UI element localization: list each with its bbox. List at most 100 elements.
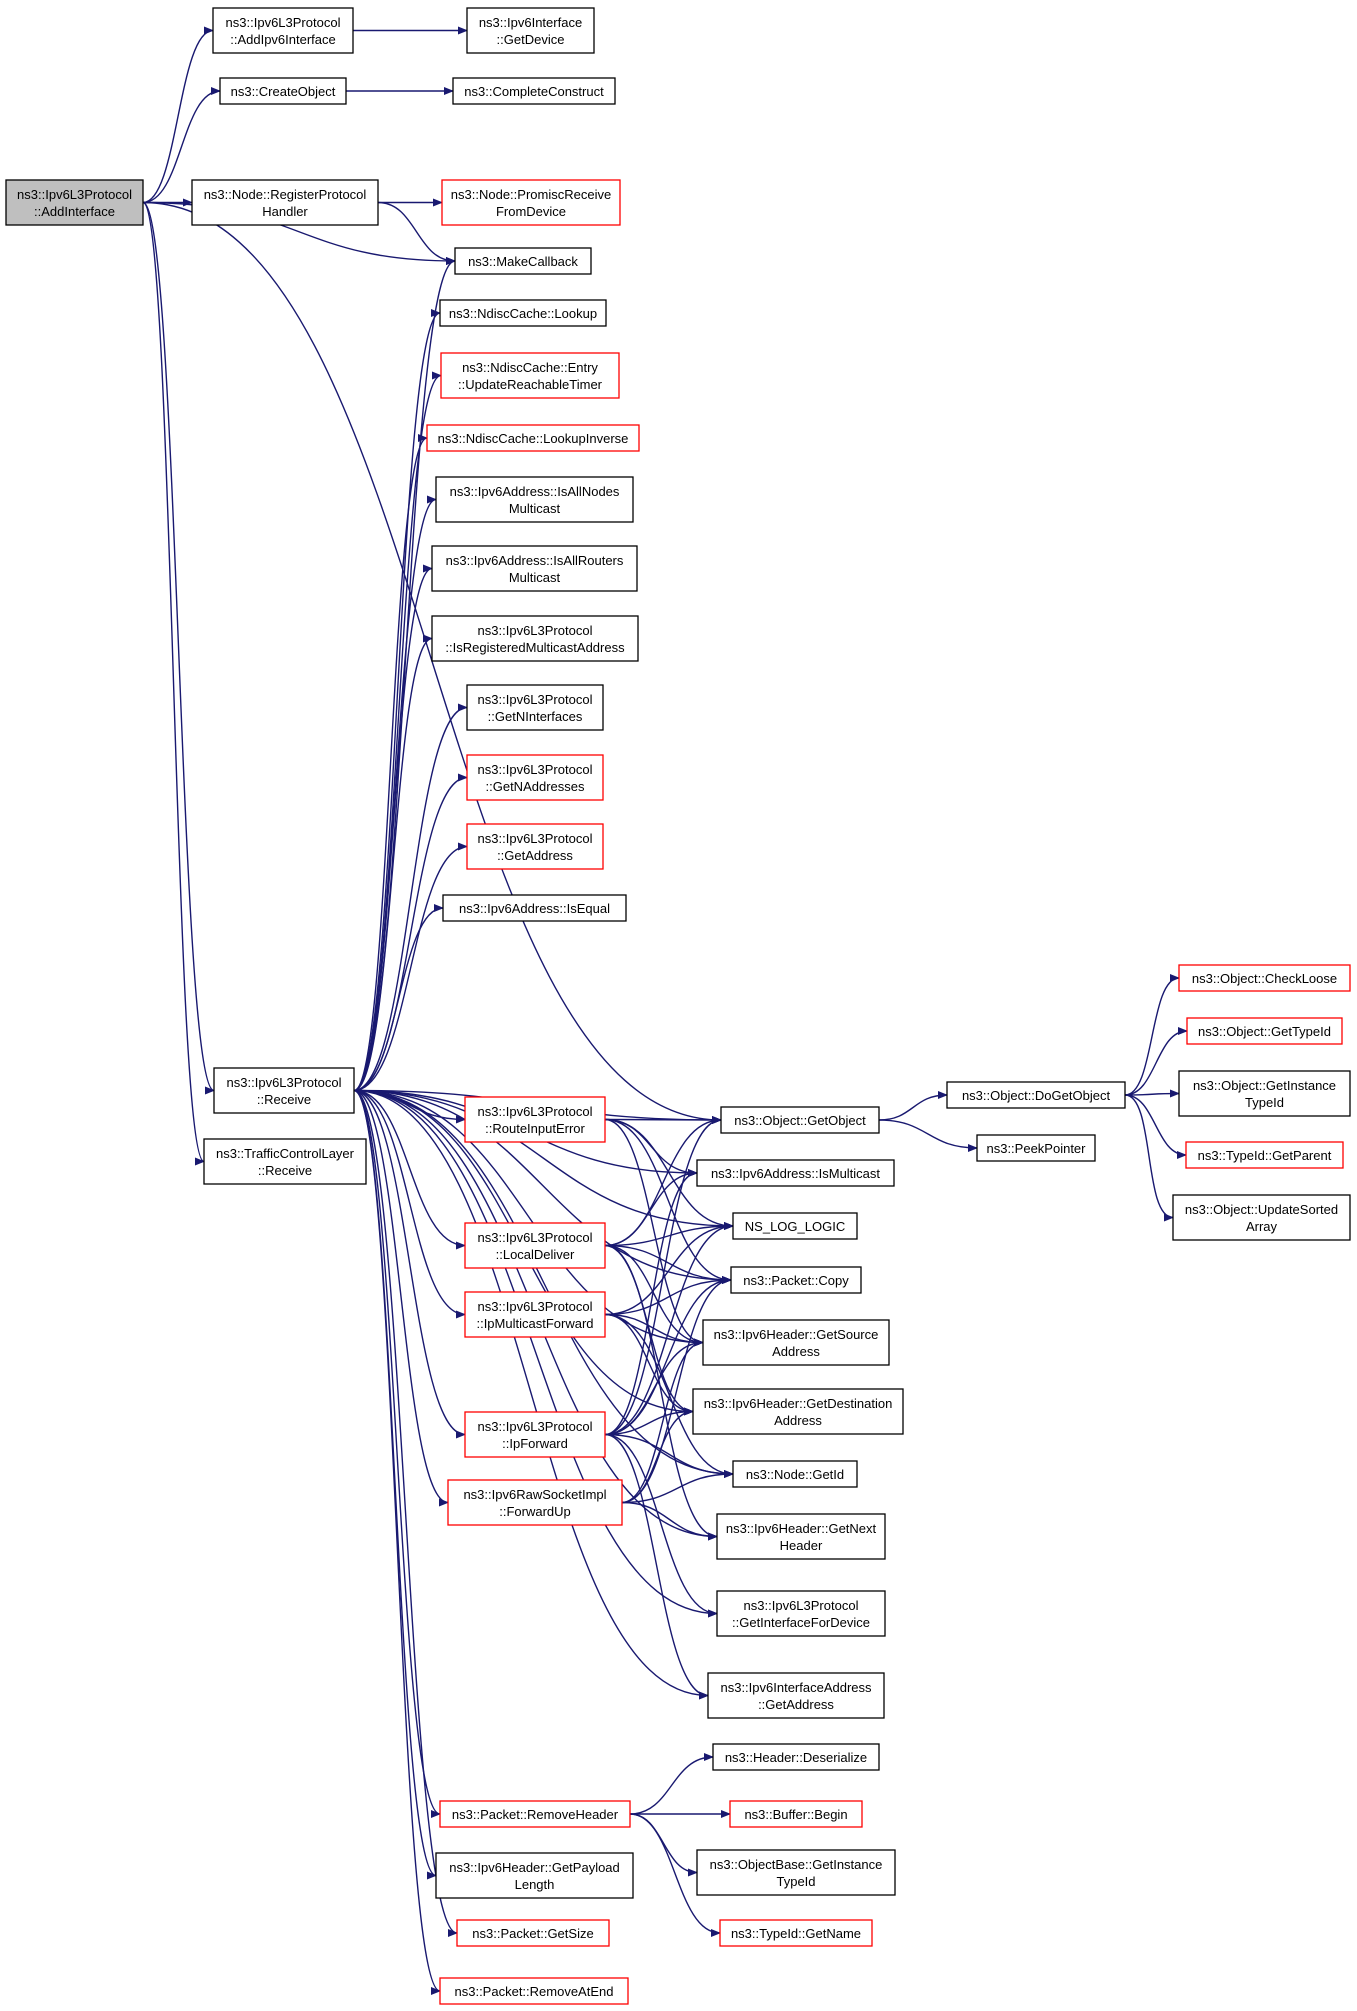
- node-lookupInverse[interactable]: ns3::NdiscCache::LookupInverse: [426, 424, 640, 452]
- node-box: [219, 77, 347, 105]
- node-label: ::IsRegisteredMulticastAddress: [445, 640, 625, 655]
- node-ipMulticastForward[interactable]: ns3::Ipv6L3Protocol::IpMulticastForward: [464, 1291, 606, 1338]
- node-ifAddrGetAddress[interactable]: ns3::Ipv6InterfaceAddress::GetAddress: [707, 1672, 885, 1719]
- node-label: ::GetInterfaceForDevice: [732, 1615, 870, 1630]
- node-label: ns3::Header::Deserialize: [725, 1750, 867, 1765]
- node-label: ns3::Ipv6L3Protocol: [17, 187, 132, 202]
- edge-ipMulticastForward-to-nsLogLogic: [604, 1222, 734, 1316]
- node-tclReceive[interactable]: ns3::TrafficControlLayer::Receive: [203, 1138, 367, 1185]
- node-addInterface[interactable]: ns3::Ipv6L3Protocol::AddInterface: [5, 179, 144, 226]
- edge-receive-to-getAddress: [353, 842, 468, 1092]
- node-label: ns3::Ipv6L3Protocol: [226, 15, 341, 30]
- node-label: ns3::Ipv6Header::GetDestination: [704, 1396, 893, 1411]
- node-box: [435, 1852, 634, 1899]
- edge-getObject-to-peekPointer: [878, 1119, 978, 1152]
- node-box: [720, 1106, 880, 1134]
- node-createObject[interactable]: ns3::CreateObject: [219, 77, 347, 105]
- node-isMulticast[interactable]: ns3::Ipv6Address::IsMulticast: [696, 1159, 895, 1187]
- edge-receive-to-ipMulticastForward: [353, 1089, 466, 1319]
- node-makeCallback[interactable]: ns3::MakeCallback: [454, 247, 592, 275]
- node-label: Address: [774, 1413, 822, 1428]
- node-forwardUp[interactable]: ns3::Ipv6RawSocketImpl::ForwardUp: [447, 1479, 623, 1526]
- node-label: ns3::Ipv6Address::IsEqual: [459, 901, 610, 916]
- node-box: [1185, 1141, 1344, 1169]
- node-nodeGetId[interactable]: ns3::Node::GetId: [732, 1460, 858, 1488]
- node-box: [702, 1319, 890, 1366]
- node-routeInputError[interactable]: ns3::Ipv6L3Protocol::RouteInputError: [464, 1096, 606, 1143]
- node-addIpv6Interface[interactable]: ns3::Ipv6L3Protocol::AddIpv6Interface: [212, 7, 354, 54]
- node-removeHeader[interactable]: ns3::Packet::RemoveHeader: [439, 1800, 631, 1828]
- node-packetCopy[interactable]: ns3::Packet::Copy: [730, 1266, 862, 1294]
- node-label: Array: [1246, 1219, 1278, 1234]
- node-box: [696, 1159, 895, 1187]
- edge-ipForward-to-nodeGetId: [604, 1433, 734, 1478]
- node-objGetTypeId[interactable]: ns3::Object::GetTypeId: [1186, 1017, 1343, 1045]
- node-localDeliver[interactable]: ns3::Ipv6L3Protocol::LocalDeliver: [464, 1222, 606, 1269]
- node-label: NS_LOG_LOGIC: [745, 1219, 845, 1234]
- node-label: ns3::MakeCallback: [468, 254, 578, 269]
- node-label: ::ForwardUp: [499, 1504, 571, 1519]
- node-ipForward[interactable]: ns3::Ipv6L3Protocol::IpForward: [464, 1411, 606, 1458]
- node-getAddress[interactable]: ns3::Ipv6L3Protocol::GetAddress: [466, 823, 604, 870]
- node-label: ns3::TypeId::GetName: [731, 1926, 861, 1941]
- node-box: [466, 754, 604, 801]
- node-label: ns3::Node::RegisterProtocol: [204, 187, 367, 202]
- node-label: ns3::Ipv6L3Protocol: [744, 1598, 859, 1613]
- node-doGetObject[interactable]: ns3::Object::DoGetObject: [946, 1081, 1126, 1109]
- node-getObject[interactable]: ns3::Object::GetObject: [720, 1106, 880, 1134]
- node-label: ns3::Ipv6InterfaceAddress: [720, 1680, 872, 1695]
- node-peekPointer[interactable]: ns3::PeekPointer: [976, 1134, 1096, 1162]
- node-label: Length: [515, 1877, 555, 1892]
- node-label: ::GetNAddresses: [486, 779, 585, 794]
- node-label: ::UpdateReachableTimer: [458, 377, 603, 392]
- node-box: [466, 684, 604, 731]
- node-getNAddresses[interactable]: ns3::Ipv6L3Protocol::GetNAddresses: [466, 754, 604, 801]
- node-checkLoose[interactable]: ns3::Object::CheckLoose: [1178, 964, 1351, 992]
- edge-receive-to-routeInputError: [353, 1089, 466, 1124]
- node-typeIdGetName[interactable]: ns3::TypeId::GetName: [719, 1919, 873, 1947]
- node-bufferBegin[interactable]: ns3::Buffer::Begin: [729, 1800, 863, 1828]
- node-getIfForDevice[interactable]: ns3::Ipv6L3Protocol::GetInterfaceForDevi…: [716, 1590, 886, 1637]
- node-nsLogLogic[interactable]: NS_LOG_LOGIC: [732, 1212, 858, 1240]
- node-completeConstruct[interactable]: ns3::CompleteConstruct: [452, 77, 616, 105]
- edge-ipForward-to-getIfForDevice: [604, 1433, 718, 1618]
- node-getDevice[interactable]: ns3::Ipv6Interface::GetDevice: [466, 7, 595, 54]
- edge-forwardUp-to-nodeGetId: [621, 1470, 734, 1504]
- node-label: ns3::Packet::RemoveAtEnd: [455, 1984, 614, 1999]
- edge-doGetObject-to-objGetTypeId: [1124, 1027, 1188, 1096]
- node-label: TypeId: [1245, 1095, 1284, 1110]
- node-label: ns3::Ipv6Header::GetNext: [726, 1521, 877, 1536]
- node-getNInterfaces[interactable]: ns3::Ipv6L3Protocol::GetNInterfaces: [466, 684, 604, 731]
- node-packetGetSize[interactable]: ns3::Packet::GetSize: [456, 1919, 610, 1947]
- node-isEqual[interactable]: ns3::Ipv6Address::IsEqual: [442, 894, 627, 922]
- node-label: ::IpForward: [502, 1436, 568, 1451]
- node-label: ns3::Ipv6L3Protocol: [478, 1419, 593, 1434]
- node-box: [431, 545, 638, 592]
- node-label: ns3::Ipv6L3Protocol: [478, 1230, 593, 1245]
- edge-doGetObject-to-checkLoose: [1124, 974, 1180, 1096]
- node-receive[interactable]: ns3::Ipv6L3Protocol::Receive: [213, 1067, 355, 1114]
- node-ndiscLookup[interactable]: ns3::NdiscCache::Lookup: [439, 299, 607, 327]
- node-label: Multicast: [509, 501, 561, 516]
- node-removeAtEnd[interactable]: ns3::Packet::RemoveAtEnd: [439, 1977, 629, 2005]
- node-updateReachable[interactable]: ns3::NdiscCache::Entry::UpdateReachableT…: [440, 352, 620, 399]
- node-typeIdGetParent[interactable]: ns3::TypeId::GetParent: [1185, 1141, 1344, 1169]
- node-label: ns3::Object::UpdateSorted: [1185, 1202, 1338, 1217]
- node-isRegisteredMcast[interactable]: ns3::Ipv6L3Protocol::IsRegisteredMultica…: [431, 615, 639, 662]
- node-headerDeserialize[interactable]: ns3::Header::Deserialize: [712, 1743, 880, 1771]
- node-box: [1186, 1017, 1343, 1045]
- node-label: ns3::TypeId::GetParent: [1198, 1148, 1332, 1163]
- edge-ipMulticastForward-to-nodeGetId: [604, 1313, 734, 1478]
- node-box: [716, 1513, 886, 1560]
